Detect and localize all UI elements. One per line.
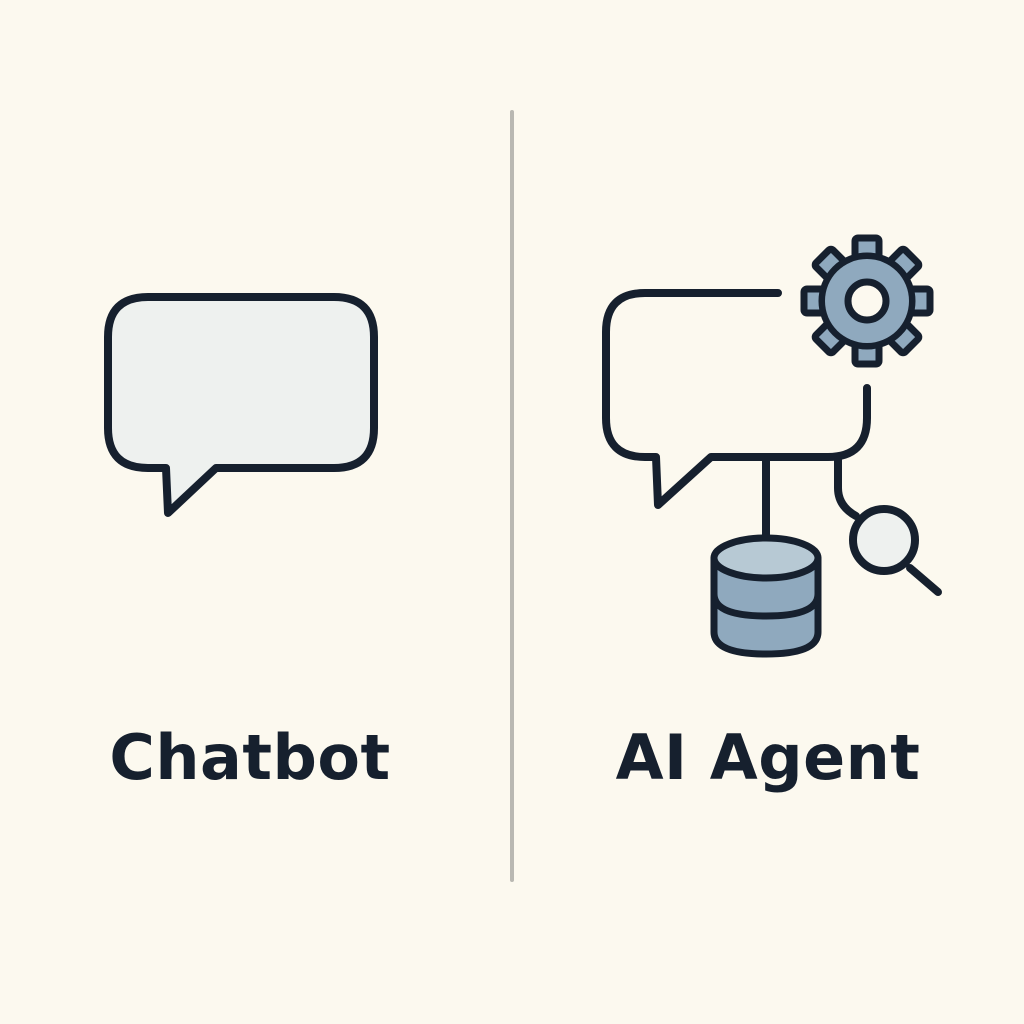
- agent-bubble-outline: [602, 289, 871, 509]
- gear-icon: [800, 234, 934, 368]
- chatbot-bubble-shape: [104, 293, 378, 517]
- agent-speech-bubble-outline-icon: [602, 289, 871, 509]
- vertical-divider: [510, 110, 514, 882]
- database-icon: [710, 534, 822, 658]
- magnifying-glass-icon: [849, 505, 942, 596]
- ai-agent-label: AI Agent: [615, 721, 921, 794]
- chatbot-label: Chatbot: [109, 721, 391, 794]
- chatbot-speech-bubble-icon: [104, 293, 378, 517]
- connector-lines: [762, 456, 860, 550]
- connector-to-search: [834, 456, 860, 520]
